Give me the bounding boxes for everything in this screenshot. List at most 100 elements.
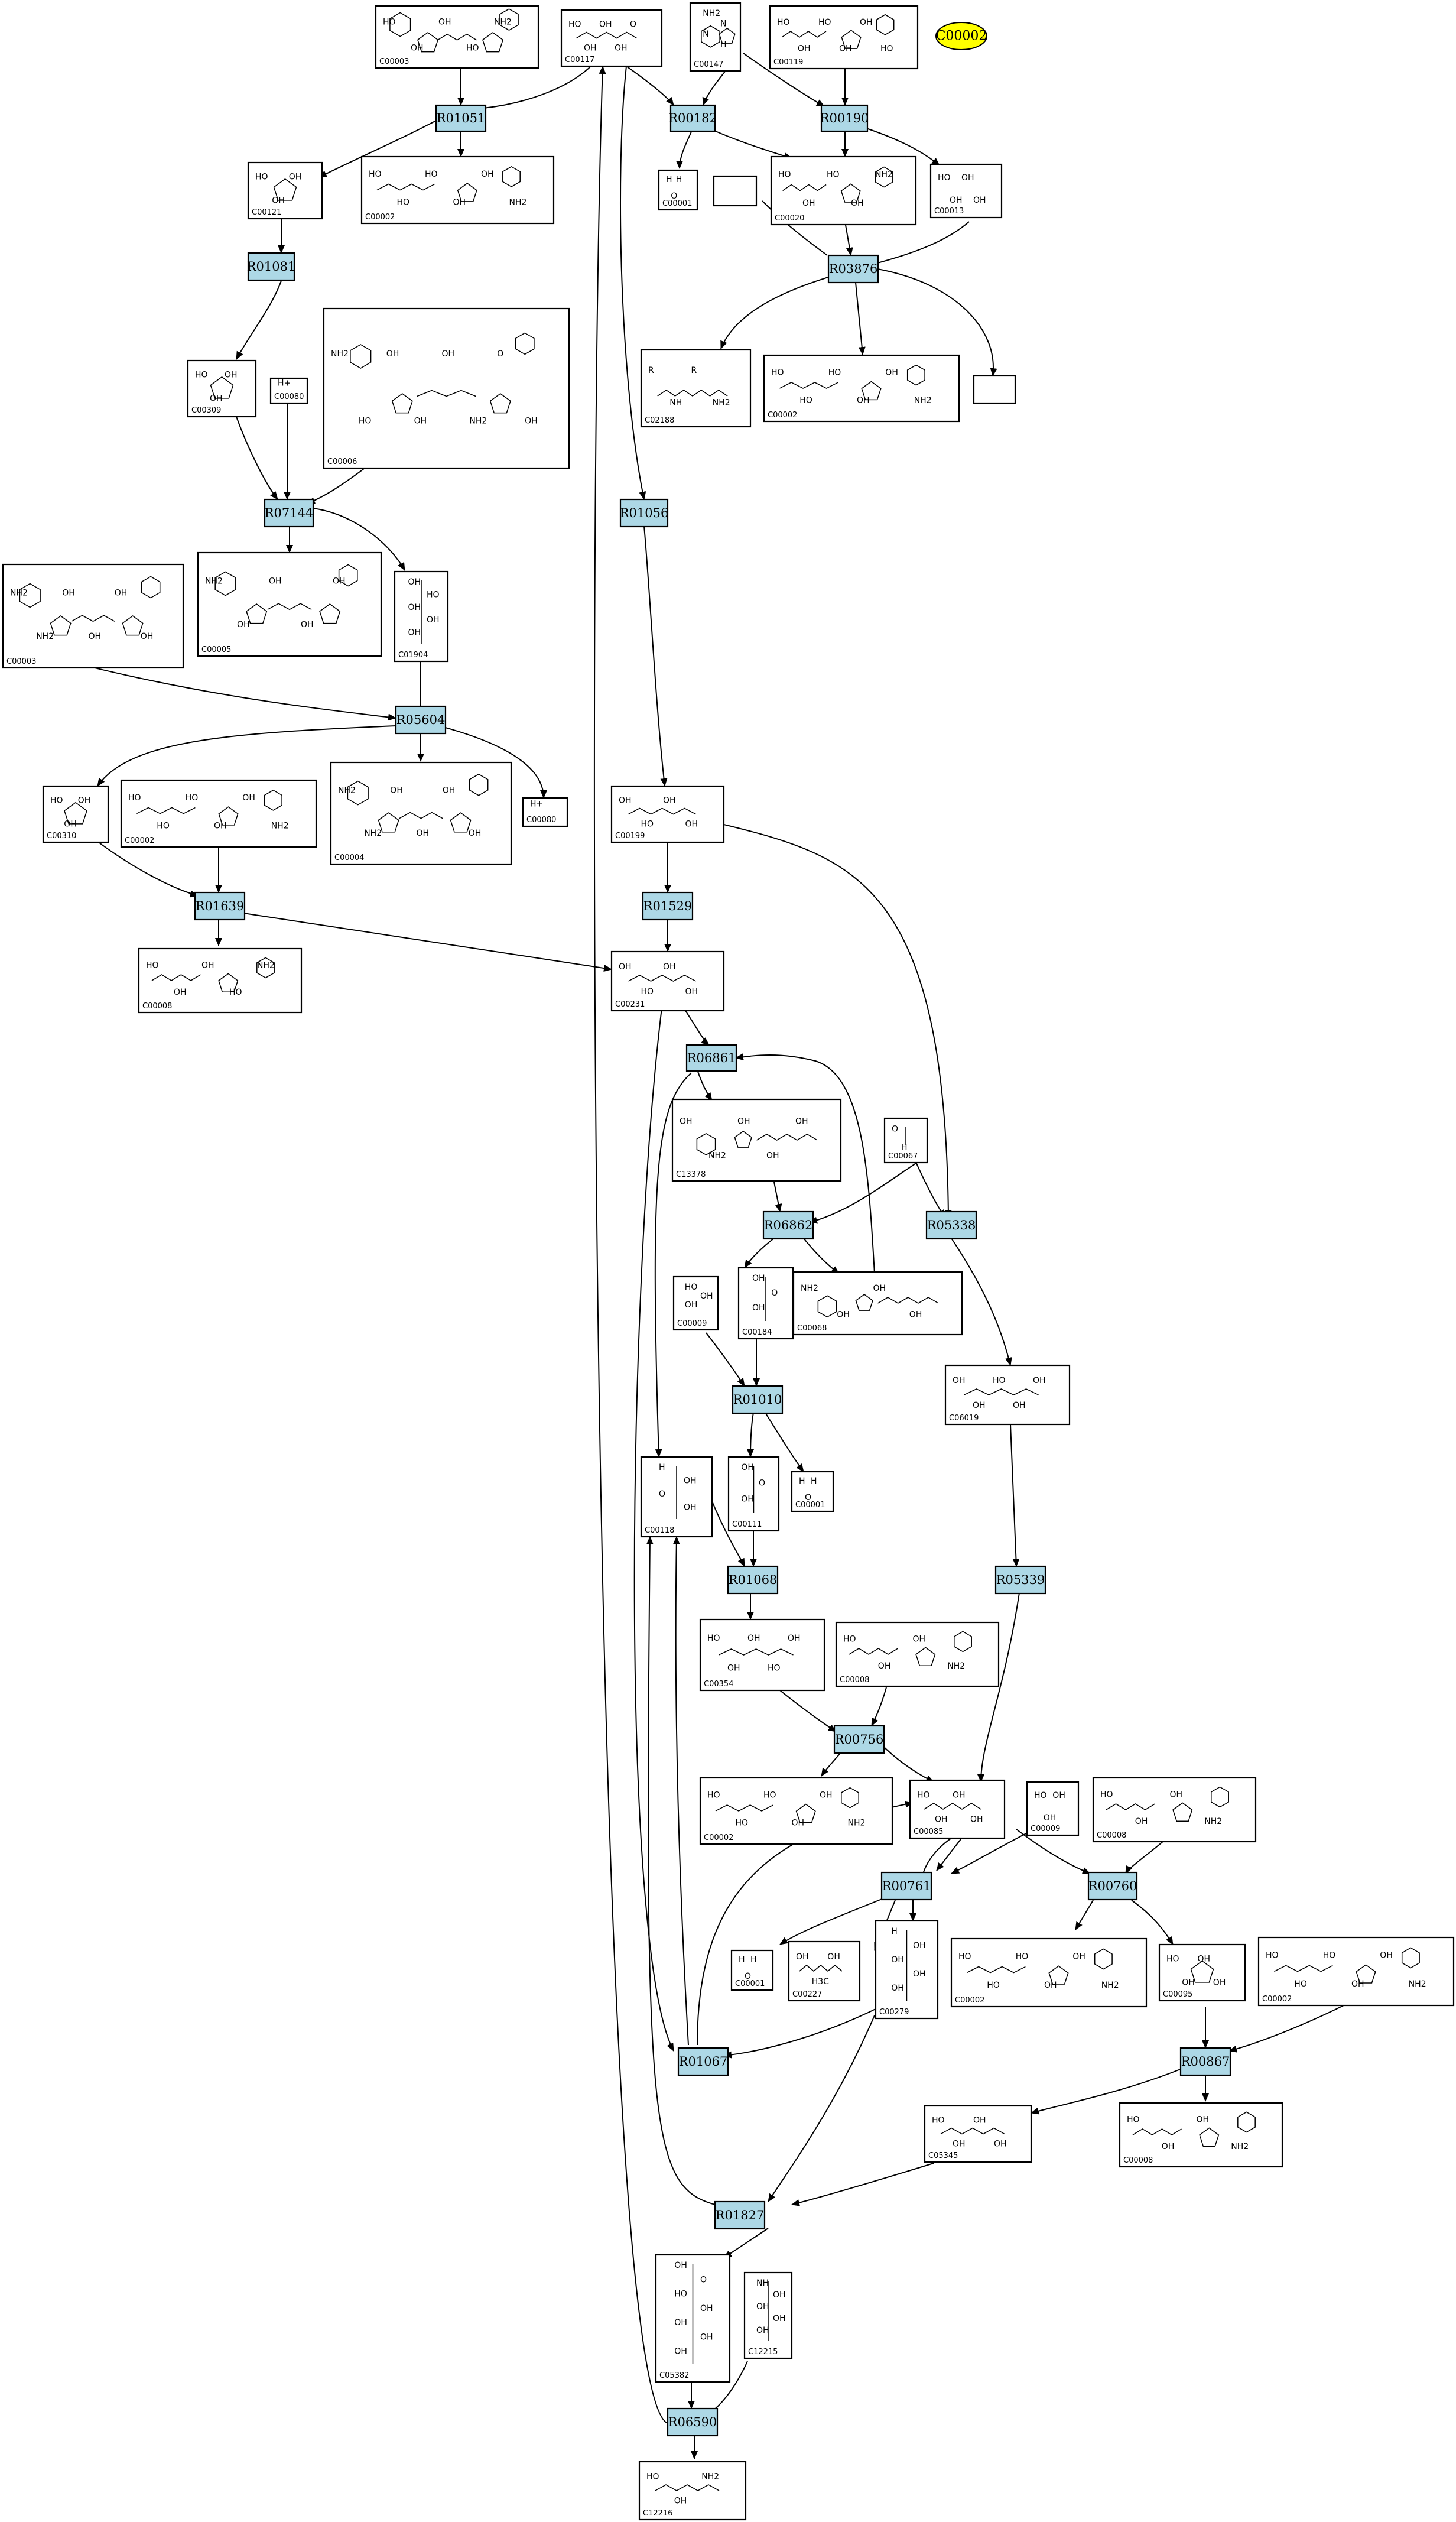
- reaction-r01010[interactable]: R01010: [732, 1385, 784, 1414]
- atom-label: H: [891, 1927, 898, 1936]
- atom-label: OH: [685, 987, 698, 997]
- compound-unlabeled[interactable]: [973, 375, 1016, 404]
- atom-label: OH: [674, 2261, 687, 2270]
- reaction-r05339[interactable]: R05339: [994, 1565, 1046, 1595]
- reaction-r07144[interactable]: R07144: [264, 498, 314, 528]
- compound-c00080[interactable]: H+C00080: [269, 377, 308, 404]
- reaction-r01068[interactable]: R01068: [727, 1565, 779, 1595]
- atom-label: NH: [756, 2278, 769, 2288]
- reaction-r06861[interactable]: R06861: [685, 1044, 737, 1072]
- compound-c00080[interactable]: H+C00080: [522, 797, 568, 827]
- atom-label: OH: [414, 416, 427, 426]
- reaction-box: [667, 2407, 719, 2437]
- reaction-r00761[interactable]: R00761: [880, 1871, 932, 1901]
- atom-label: OH: [390, 786, 403, 796]
- reaction-r00756[interactable]: R00756: [833, 1725, 885, 1754]
- compound-frame: [909, 1779, 1006, 1839]
- reaction-r01051[interactable]: R01051: [435, 104, 487, 132]
- atom-label: OH: [973, 196, 986, 205]
- reaction-r01639[interactable]: R01639: [194, 891, 246, 921]
- reaction-r05338[interactable]: R05338: [925, 1210, 977, 1240]
- reaction-r00760[interactable]: R00760: [1087, 1871, 1138, 1901]
- reaction-r06862[interactable]: R06862: [762, 1210, 814, 1240]
- compound-unlabeled[interactable]: [713, 175, 758, 207]
- reaction-id-label: R00182: [668, 111, 717, 125]
- reaction-r00867[interactable]: R00867: [1179, 2047, 1231, 2076]
- reaction-r00182[interactable]: R00182: [668, 104, 717, 132]
- reaction-r01067[interactable]: R01067: [677, 2047, 729, 2076]
- reaction-r00190[interactable]: R00190: [820, 104, 869, 132]
- reaction-r01827[interactable]: R01827: [714, 2200, 766, 2230]
- reaction-r03876[interactable]: R03876: [827, 254, 879, 284]
- reaction-r01081[interactable]: R01081: [247, 252, 296, 281]
- atom-label: O: [630, 20, 636, 30]
- reaction-r01056[interactable]: R01056: [620, 498, 669, 528]
- atom-label: NH2: [848, 1819, 866, 1828]
- reaction-r05604[interactable]: R05604: [395, 705, 447, 735]
- compound-frame: [930, 163, 1003, 219]
- atom-label: OH: [1044, 1981, 1057, 1990]
- highlight-compound[interactable]: C00002: [935, 22, 987, 50]
- reaction-r06590[interactable]: R06590: [667, 2407, 719, 2437]
- compound-frame: [950, 1937, 1148, 2008]
- ribose-ring-2: [489, 393, 511, 414]
- compound-frame: [689, 2, 742, 72]
- reaction-id-label: R05339: [996, 1573, 1045, 1587]
- reaction-r01529[interactable]: R01529: [642, 891, 694, 921]
- atom-label: OH: [663, 796, 676, 806]
- compound-frame: [375, 5, 540, 69]
- atom-label: O: [659, 1489, 665, 1499]
- compound-frame: [1092, 1777, 1257, 1843]
- atom-label: H: [901, 1143, 908, 1153]
